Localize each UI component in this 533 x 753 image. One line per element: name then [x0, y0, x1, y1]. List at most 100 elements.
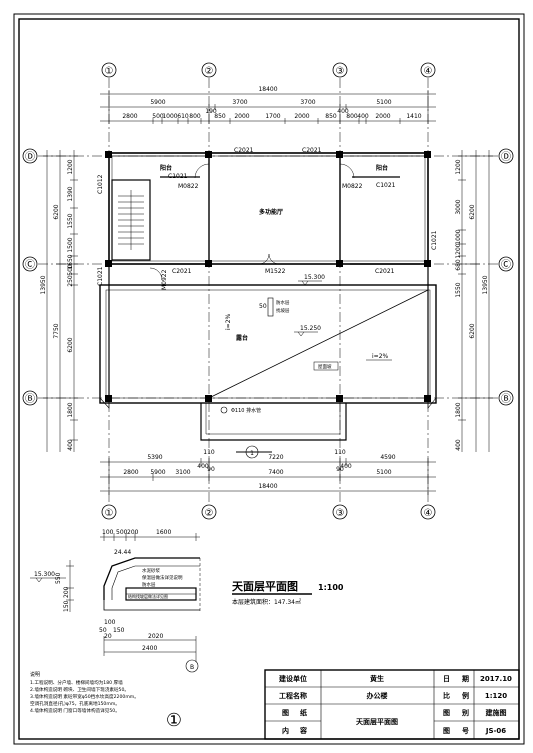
dim-bottom-5100: 5100: [376, 469, 391, 476]
plan-walls: [99, 152, 437, 441]
notes-line-3: 3.墙体构造说明 素砼带宽φ50挡水坎高度2200mm。: [30, 693, 139, 700]
plan-title-group: 天面层平面图 1:100 本层建筑面积：147.34㎡: [232, 580, 344, 606]
dim-top-850-a: 850: [214, 113, 226, 120]
axis-label-2-bottom: ②: [205, 508, 214, 519]
axis-label-d-right: Ⓓ: [501, 151, 511, 163]
tb-scale-label-b: 例: [462, 691, 469, 700]
area-label: 本层建筑面积：147.34㎡: [232, 598, 301, 606]
axis-label-3-top: ③: [336, 66, 345, 77]
axis-label-c-right: Ⓒ: [501, 259, 511, 271]
section-mark: 1: [250, 450, 254, 457]
axis-label-4-top: ④: [424, 66, 433, 77]
notes-line-4: 空调孔洞直径(孔)φ75，孔底离地150mm。: [30, 700, 120, 707]
dim-left-total: 13950: [40, 275, 47, 294]
dim-bottom-90-a: 90: [207, 466, 215, 473]
dim-bottom-110-b: 110: [334, 449, 346, 456]
notes-heading: 说明: [30, 671, 40, 678]
top-dimension-lines: [100, 90, 436, 124]
axis-bubble-3-top: [332, 62, 348, 78]
dim-right-1800: 1800: [455, 402, 462, 417]
axis-bubbles: ① ② ③ ④ ① ② ③ ④ Ⓓ Ⓒ Ⓑ Ⓓ Ⓒ Ⓑ: [22, 62, 514, 520]
axis-bubble-4-bottom: [420, 504, 436, 520]
tag-m0822-b: M0822: [342, 183, 363, 190]
dim-bottom-110-a: 110: [203, 449, 215, 456]
detail-dim-1600: 1600: [156, 529, 171, 536]
detail-dim-100: 100: [102, 529, 114, 536]
detail-small-100: 100: [104, 619, 116, 626]
tb-client-label: 建设单位: [279, 674, 307, 683]
dim-right-680: 680: [455, 259, 462, 271]
dim-right-6200-b: 6200: [469, 323, 476, 338]
dim-bottom-5900: 5900: [150, 469, 165, 476]
room-balcony-left: 阳台: [160, 164, 172, 172]
axis-bubble-d-left: [22, 148, 38, 164]
tag-c2021-c: C2021: [172, 268, 192, 275]
axis-bubble-3-bottom: [332, 504, 348, 520]
dim-left-1390: 1390: [67, 186, 74, 201]
axis-label-d-left: Ⓓ: [25, 151, 35, 163]
tb-drawing-label-b: 纸: [300, 708, 307, 717]
axis-label-1-top: ①: [105, 66, 114, 77]
notes-line-1: 1.工程说明、分户墙、楼梯间墙均为180 厚墙: [30, 679, 123, 686]
title-block: [264, 669, 520, 740]
stair-flight: [118, 190, 144, 250]
top-dimension-text: 18400 5900 3700 3700 5100 190 400 2800 5…: [122, 86, 421, 120]
dim-top-5100: 5100: [376, 99, 391, 106]
dim-bottom-7220: 7220: [268, 454, 283, 461]
axis-bubble-b-left: [22, 390, 38, 406]
dim-right-400: 400: [455, 439, 462, 451]
tag-m0922: M0922: [161, 269, 168, 290]
drain-pipe-label: Φ110 排水管: [231, 407, 261, 414]
tag-c2021-right: C1021: [376, 182, 396, 189]
axis-bubble-2-bottom: [201, 504, 217, 520]
left-dimension-lines: [43, 150, 78, 452]
tb-date-label-b: 期: [462, 674, 469, 683]
detail-dim-2400: 2400: [142, 645, 157, 652]
axis-bubble-1-bottom: [101, 504, 117, 520]
dim-top-3700-a: 3700: [232, 99, 247, 106]
dim-left-1550: 1550: [67, 213, 74, 228]
dim-right-1000: 1000: [455, 229, 462, 244]
tb-project-value: 办公楼: [367, 691, 388, 700]
dim-bottom-4590: 4590: [380, 454, 395, 461]
tb-project-label: 工程名称: [279, 691, 307, 700]
tag-c2021-a: C2021: [234, 147, 254, 154]
left-dimension-text: 13950 6200 7750 1200 1390 1550 1500 1650…: [40, 159, 74, 451]
tag-c2021-b: C2021: [302, 147, 322, 154]
plan-title: 天面层平面图: [232, 580, 298, 593]
tag-c1021-left: C1021: [97, 266, 104, 286]
detail-dim-200-left: 200: [63, 586, 70, 598]
tb-date-label-a: 日: [443, 675, 450, 683]
detail-dim-550: 550: [55, 572, 62, 584]
detail-dim-500: 500: [116, 529, 128, 536]
dim-bottom-total: 18400: [258, 483, 277, 490]
door-swings: [149, 163, 355, 281]
drain-text-1: 防水层: [276, 299, 290, 306]
tb-scale-value: 1:120: [485, 692, 507, 700]
elev-15250: 15.250: [300, 325, 321, 332]
tb-category-value: 建施图: [486, 708, 507, 717]
notes-block: 说明 1.工程说明、分户墙、楼梯间墙均为180 厚墙 2.墙体构造说明 砌块、卫…: [30, 671, 139, 714]
outer-border: [13, 13, 525, 745]
dim-left-6200: 6200: [53, 204, 60, 219]
dim-bottom-2800: 2800: [123, 469, 138, 476]
tb-scale-label-a: 比: [443, 691, 450, 700]
dim-top-2800: 2800: [122, 113, 137, 120]
dim-left-6200-inner: 6200: [67, 337, 74, 352]
dim-left-1500: 1500: [67, 237, 74, 252]
detail-dim-2020: 2020: [148, 633, 163, 640]
dim-bottom-90-b: 90: [336, 466, 344, 473]
tb-drawing-label-a: 图: [282, 708, 289, 717]
dim-top-400: 400: [337, 108, 349, 115]
dim-top-800-a: 800: [189, 113, 201, 120]
notes-line-2: 2.墙体构造说明 砌块、卫生间墙下现浇素砼50。: [30, 686, 129, 693]
dim-top-3700-b: 3700: [300, 99, 315, 106]
axis-bubble-c-right: [498, 256, 514, 272]
dim-top-2000-b: 2000: [294, 113, 309, 120]
title-block-text: 建设单位 黄生 日 期 2017.10 工程名称 办公楼 比 例 1:120 图…: [279, 674, 512, 735]
dim-left-400: 400: [67, 439, 74, 451]
dim-top-5900: 5900: [150, 99, 165, 106]
dim-top-850-b: 850: [325, 113, 337, 120]
tb-number-label-a: 图: [443, 726, 450, 735]
